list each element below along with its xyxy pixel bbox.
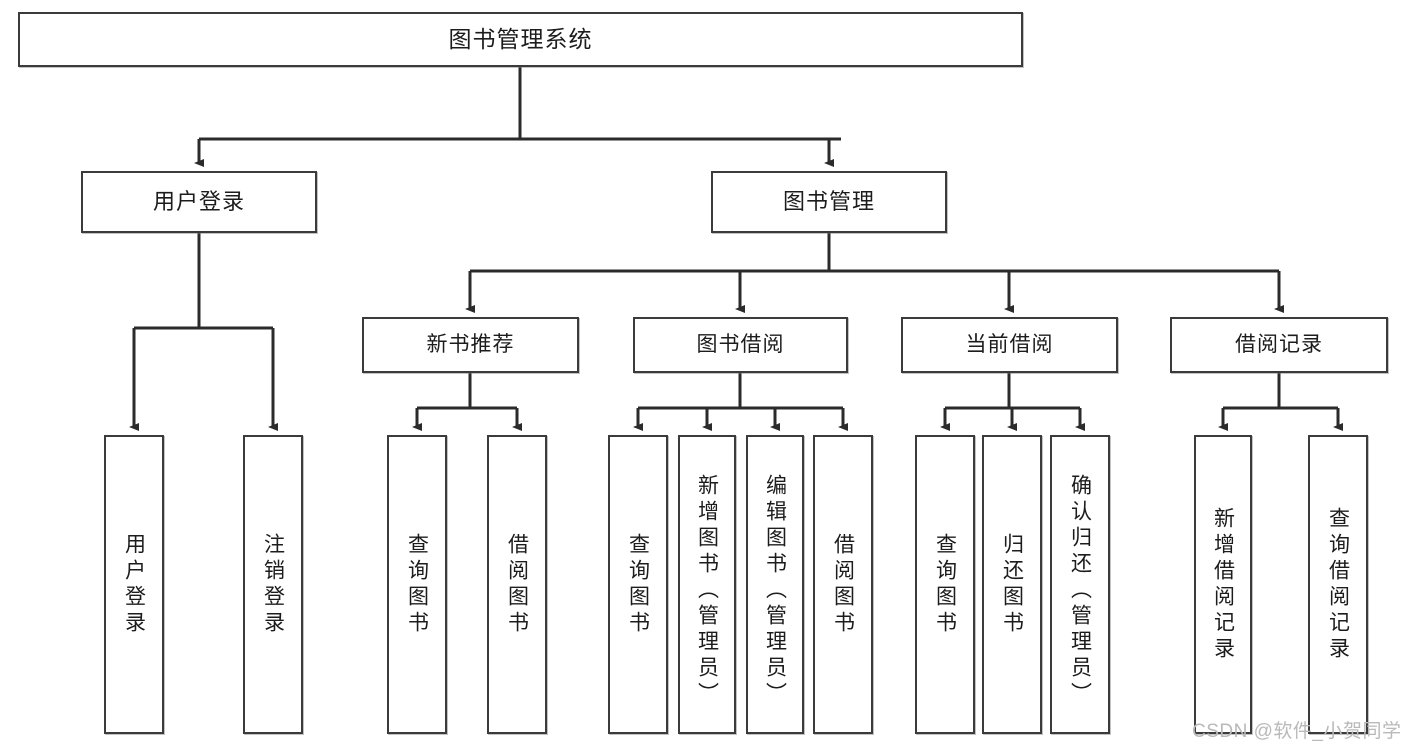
node-leaf-query-book-1[interactable]: 查询图书 xyxy=(387,435,447,734)
node-leaf-borrow-book-2-label: 借阅图书 xyxy=(831,532,855,637)
node-new-book-recommend[interactable]: 新书推荐 xyxy=(362,317,579,373)
node-book-manage[interactable]: 图书管理 xyxy=(711,171,947,233)
node-borrow-record-label: 借阅记录 xyxy=(1235,332,1323,356)
node-book-manage-label: 图书管理 xyxy=(782,189,875,215)
node-leaf-borrow-book-1[interactable]: 借阅图书 xyxy=(487,435,547,734)
node-leaf-return-book-label: 归还图书 xyxy=(1000,532,1024,637)
node-book-borrow-label: 图书借阅 xyxy=(696,332,785,356)
node-current-borrow-label: 当前借阅 xyxy=(965,332,1054,356)
node-leaf-borrow-book-1-label: 借阅图书 xyxy=(505,532,529,637)
node-leaf-logout[interactable]: 注销登录 xyxy=(243,435,303,734)
node-leaf-logout-label: 注销登录 xyxy=(261,532,285,637)
node-root[interactable]: 图书管理系统 xyxy=(18,12,1023,67)
node-leaf-add-book-admin[interactable]: 新增图书（管理员） xyxy=(678,435,736,734)
node-leaf-confirm-return[interactable]: 确认归还（管理员） xyxy=(1050,435,1110,734)
node-leaf-edit-book-admin[interactable]: 编辑图书（管理员） xyxy=(746,435,804,734)
node-leaf-query-book-3[interactable]: 查询图书 xyxy=(915,435,975,734)
node-leaf-query-book-3-label: 查询图书 xyxy=(933,532,957,637)
csdn-watermark: CSDN @软件_小贺同学 xyxy=(1192,721,1402,742)
node-borrow-record[interactable]: 借阅记录 xyxy=(1170,317,1388,373)
node-new-book-recommend-label: 新书推荐 xyxy=(426,332,515,356)
node-user-login[interactable]: 用户登录 xyxy=(81,171,317,233)
node-leaf-user-login[interactable]: 用户登录 xyxy=(104,435,164,734)
node-leaf-return-book[interactable]: 归还图书 xyxy=(982,435,1042,734)
node-leaf-add-book-admin-label: 新增图书（管理员） xyxy=(695,473,719,708)
node-leaf-query-book-2[interactable]: 查询图书 xyxy=(608,435,668,734)
node-leaf-borrow-book-2[interactable]: 借阅图书 xyxy=(813,435,873,734)
node-leaf-add-record[interactable]: 新增借阅记录 xyxy=(1194,435,1252,734)
node-user-login-label: 用户登录 xyxy=(152,189,245,215)
node-leaf-query-record[interactable]: 查询借阅记录 xyxy=(1308,435,1368,734)
node-leaf-edit-book-admin-label: 编辑图书（管理员） xyxy=(763,473,787,708)
node-leaf-add-record-label: 新增借阅记录 xyxy=(1211,506,1235,663)
node-leaf-query-book-2-label: 查询图书 xyxy=(626,532,650,637)
node-leaf-user-login-label: 用户登录 xyxy=(122,532,146,637)
node-current-borrow[interactable]: 当前借阅 xyxy=(901,317,1118,373)
node-leaf-query-record-label: 查询借阅记录 xyxy=(1326,506,1350,663)
node-leaf-confirm-return-label: 确认归还（管理员） xyxy=(1068,473,1092,708)
node-book-borrow[interactable]: 图书借阅 xyxy=(633,317,848,373)
node-root-label: 图书管理系统 xyxy=(448,26,593,53)
node-leaf-query-book-1-label: 查询图书 xyxy=(405,532,429,637)
